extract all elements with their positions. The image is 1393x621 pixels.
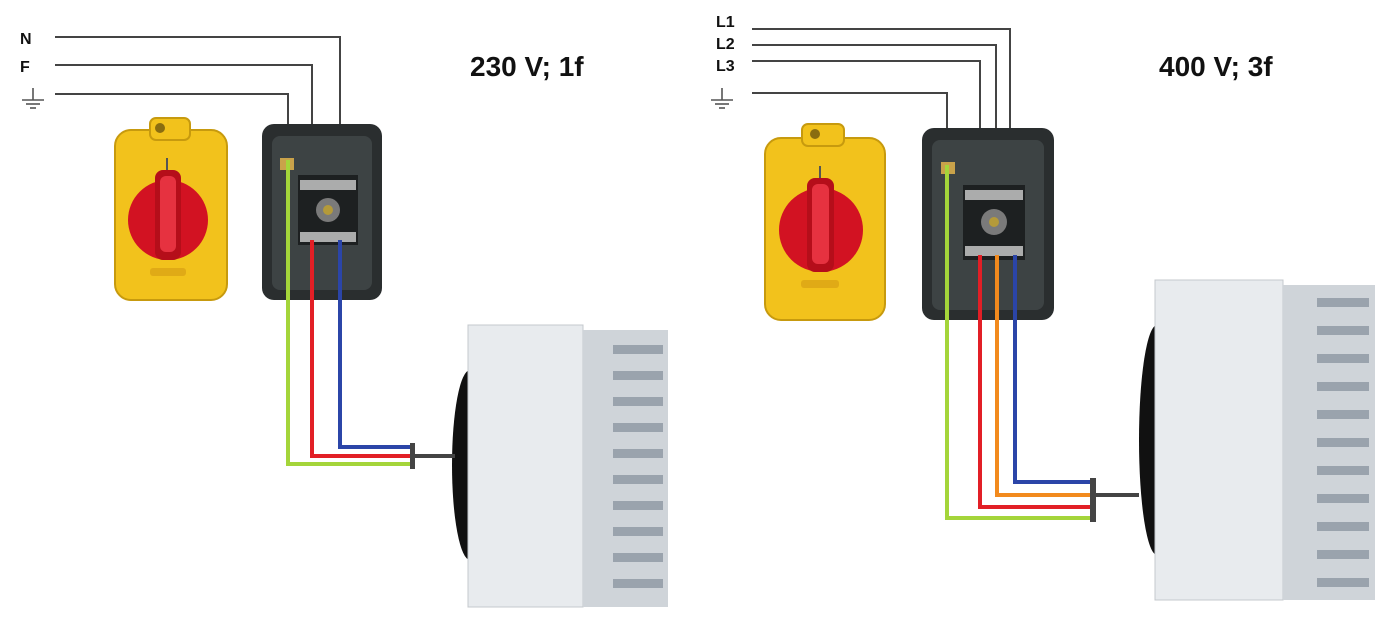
label-l3: L3 <box>716 58 735 75</box>
wire-l1 <box>978 255 1092 509</box>
supply-title: 230 V; 1f <box>470 51 584 82</box>
wire-live <box>310 240 412 458</box>
cable-connector <box>410 443 415 469</box>
diagram-three-phase: L1 L2 L3 400 V; 3f <box>697 0 1393 621</box>
output-wires <box>945 165 1092 520</box>
label-n: N <box>20 31 32 48</box>
wire-l2 <box>995 255 1092 497</box>
wire-l3 <box>1013 255 1092 484</box>
diagram-single-phase: N F 230 V; 1f <box>0 0 696 621</box>
single-phase-wiring-svg: N F 230 V; 1f <box>20 31 668 608</box>
junction-box <box>922 128 1054 320</box>
supply-title: 400 V; 3f <box>1159 51 1273 82</box>
label-l2: L2 <box>716 36 735 53</box>
ground-icon <box>22 88 44 109</box>
fan-heater-unit <box>452 324 668 608</box>
output-wires <box>286 160 412 466</box>
cable-connector <box>1090 478 1096 522</box>
ground-icon <box>711 88 733 109</box>
rotary-isolator-switch <box>114 117 228 301</box>
rotary-isolator-switch <box>764 123 886 321</box>
label-l1: L1 <box>716 14 735 31</box>
wire-earth <box>945 165 1092 520</box>
heater-louvres <box>613 345 663 588</box>
wire-earth <box>286 160 412 466</box>
heater-louvres <box>1317 298 1369 587</box>
label-f: F <box>20 59 30 76</box>
three-phase-wiring-svg: L1 L2 L3 400 V; 3f <box>711 14 1375 601</box>
junction-box <box>262 124 382 300</box>
fan-heater-unit <box>1139 279 1375 601</box>
wire-neutral <box>338 240 412 449</box>
